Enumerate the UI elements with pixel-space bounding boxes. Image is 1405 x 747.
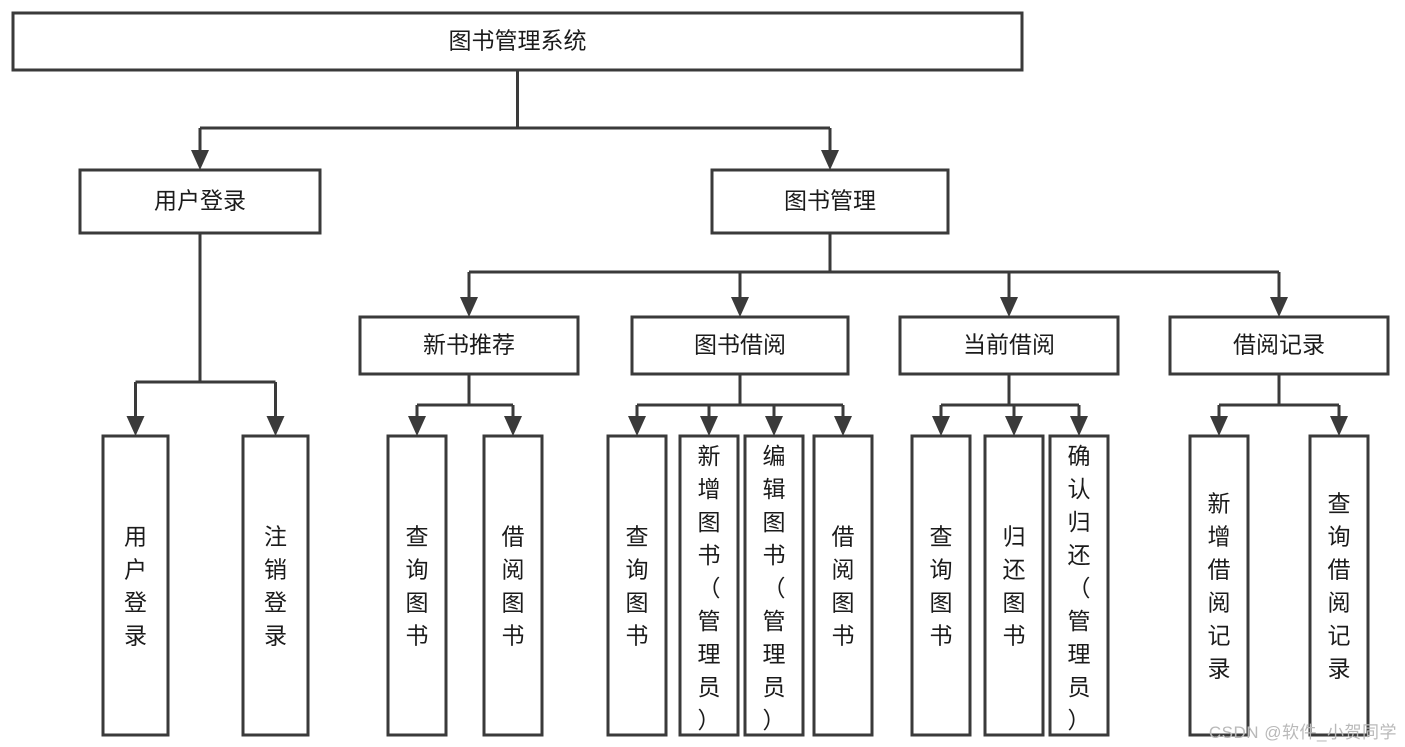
node-leaf-用户登录[interactable]: 用户登录 [101,434,170,737]
arrow-head-icon [1210,416,1228,436]
node-l2-用户登录[interactable]: 用户登录 [78,168,322,235]
node-label: 查询图书 [626,524,649,649]
node-rect [78,168,322,235]
node-label: 用户登录 [124,524,147,649]
arrow-head-icon [1005,416,1023,436]
node-rect [482,434,544,737]
node-label: 编辑图书（管理员） [763,443,786,733]
arrow-head-icon [765,416,783,436]
node-label: 查询借阅记录 [1328,491,1351,682]
node-rect [1188,434,1250,737]
node-leaf-借阅图书[interactable]: 借阅图书 [482,434,544,737]
node-rect [11,11,1024,72]
arrow-head-icon [1270,297,1288,317]
node-rect [241,434,310,737]
arrow-head-icon [700,416,718,436]
node-rect [630,315,850,376]
arrow-head-icon [408,416,426,436]
node-label: 图书管理 [784,188,876,214]
node-rect [710,168,950,235]
node-rect [983,434,1045,737]
node-rect [743,434,805,737]
node-leaf-新增图书管理员[interactable]: 新增图书（管理员） [678,434,740,737]
node-rect [678,434,740,737]
node-label: 查询图书 [930,524,953,649]
node-label: 查询图书 [406,524,429,649]
arrow-head-icon [628,416,646,436]
node-rect [1308,434,1370,737]
arrow-head-icon [460,297,478,317]
arrow-head-icon [932,416,950,436]
arrow-head-icon [1070,416,1088,436]
node-label: 注销登录 [264,524,287,649]
arrow-head-icon [126,416,145,436]
node-label: 借阅记录 [1233,332,1325,358]
node-rect [898,315,1120,376]
node-rect [606,434,668,737]
connector-layer [126,70,1348,436]
arrow-head-icon [834,416,852,436]
node-rect [101,434,170,737]
node-rect [386,434,448,737]
node-l3-新书推荐[interactable]: 新书推荐 [358,315,580,376]
node-l2-图书管理[interactable]: 图书管理 [710,168,950,235]
node-layer: 图书管理系统用户登录图书管理新书推荐图书借阅当前借阅借阅记录用户登录注销登录查询… [11,11,1390,737]
arrow-head-icon [191,150,209,170]
node-leaf-查询图书[interactable]: 查询图书 [386,434,448,737]
node-rect [910,434,972,737]
arrow-head-icon [1000,297,1018,317]
node-leaf-查询图书[interactable]: 查询图书 [910,434,972,737]
node-root-图书管理系统[interactable]: 图书管理系统 [11,11,1024,72]
arrow-head-icon [731,297,749,317]
node-leaf-编辑图书管理员[interactable]: 编辑图书（管理员） [743,434,805,737]
arrow-head-icon [504,416,522,436]
arrow-head-icon [1330,416,1348,436]
node-l3-借阅记录[interactable]: 借阅记录 [1168,315,1390,376]
node-label: 当前借阅 [963,332,1055,358]
node-l3-图书借阅[interactable]: 图书借阅 [630,315,850,376]
node-label: 图书借阅 [694,332,786,358]
node-label: 借阅图书 [832,524,855,649]
node-label: 新增图书（管理员） [698,443,721,733]
node-label: 用户登录 [154,188,246,214]
node-rect [358,315,580,376]
node-leaf-借阅图书[interactable]: 借阅图书 [812,434,874,737]
node-leaf-新增借阅记录[interactable]: 新增借阅记录 [1188,434,1250,737]
node-rect [1168,315,1390,376]
node-label: 归还图书 [1003,524,1026,649]
node-rect [812,434,874,737]
node-leaf-归还图书[interactable]: 归还图书 [983,434,1045,737]
node-l3-当前借阅[interactable]: 当前借阅 [898,315,1120,376]
node-label: 新书推荐 [423,332,515,358]
node-leaf-查询图书[interactable]: 查询图书 [606,434,668,737]
node-leaf-确认归还管理员[interactable]: 确认归还（管理员） [1048,434,1110,737]
csdn-watermark: CSDN @软件_小贺同学 [1208,723,1397,742]
node-label: 图书管理系统 [449,28,587,54]
node-leaf-查询借阅记录[interactable]: 查询借阅记录 [1308,434,1370,737]
arrow-head-icon [821,150,839,170]
arrow-head-icon [266,416,285,436]
node-label: 借阅图书 [502,524,525,649]
node-leaf-注销登录[interactable]: 注销登录 [241,434,310,737]
node-rect [1048,434,1110,737]
node-label: 确认归还（管理员） [1068,443,1091,733]
node-label: 新增借阅记录 [1208,491,1231,682]
